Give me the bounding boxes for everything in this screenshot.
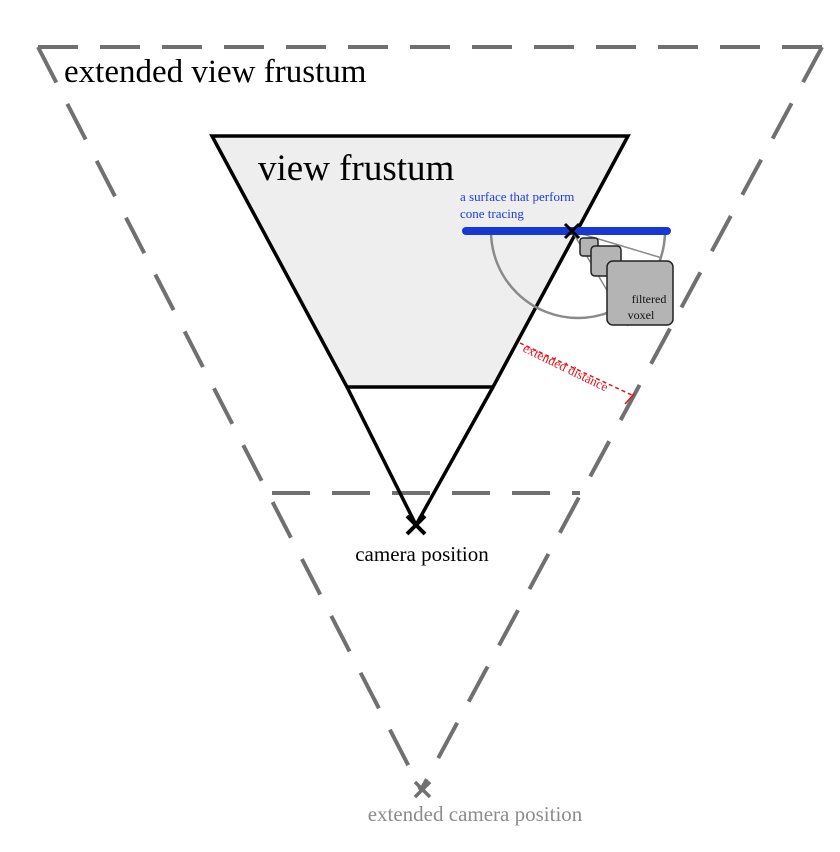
camera-ray-left — [345, 386, 418, 526]
surface-label-line2: cone tracing — [460, 206, 524, 221]
camera-position-marker — [405, 514, 427, 536]
filtered-voxel-label-line1: filtered — [632, 292, 667, 306]
filtered-voxel-label-line2: voxel — [628, 308, 655, 322]
extended-distance-label: extended distance — [521, 340, 611, 394]
surface-label-line1: a surface that perform — [460, 189, 574, 204]
cone-edge-upper — [571, 230, 663, 259]
extended-camera-position-marker — [413, 780, 432, 799]
view-frustum-title: view frustum — [258, 148, 454, 189]
extended-view-frustum-title: extended view frustum — [64, 54, 367, 90]
surface-point-marker — [563, 222, 581, 240]
voxel-large — [606, 260, 674, 326]
extended-distance-tick — [624, 393, 635, 405]
extended-frustum-left-edge — [36, 46, 423, 791]
extended-view-frustum — [36, 45, 824, 791]
extended-camera-position-label: extended camera position — [368, 802, 583, 826]
extended-frustum-right-edge — [419, 46, 824, 791]
camera-ray-right — [414, 386, 495, 526]
camera-position-label: camera position — [355, 542, 489, 566]
